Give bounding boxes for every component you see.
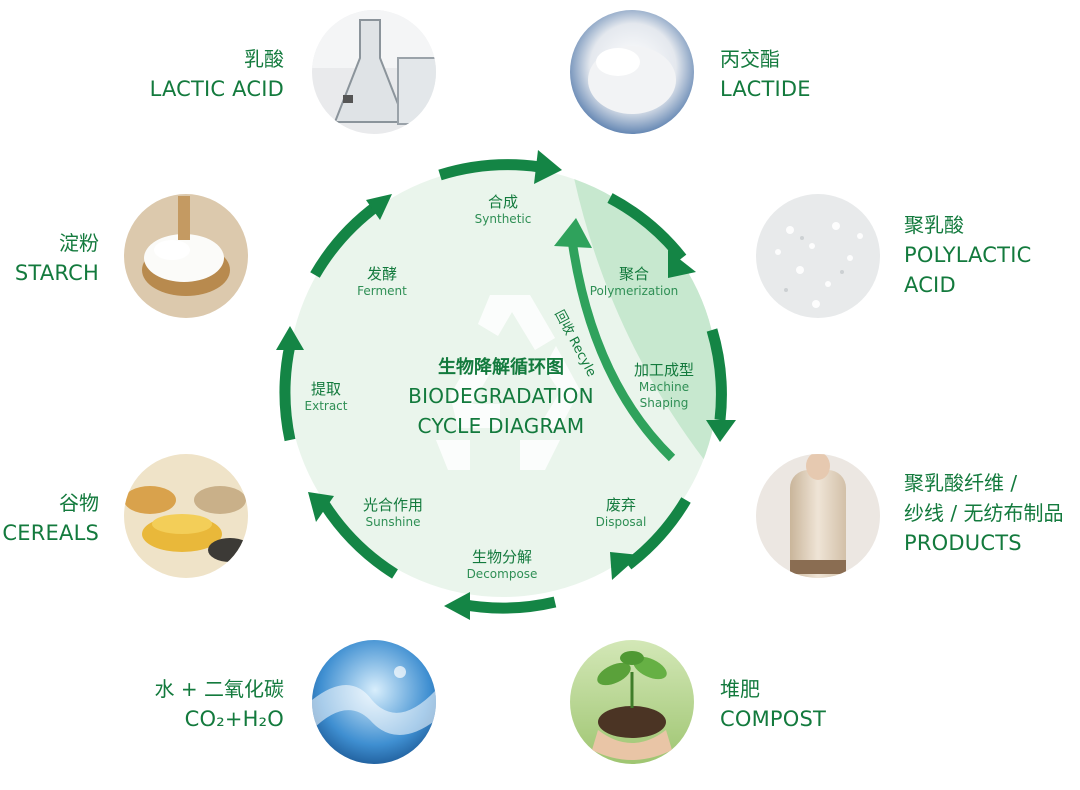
item-pla-en-1: POLYLACTIC (904, 243, 1032, 267)
recycle-arrowhead (554, 218, 592, 248)
item-pla: 聚乳酸 POLYLACTIC ACID (904, 210, 1031, 300)
step-ferment: 发酵 Ferment (357, 265, 407, 299)
garment-photo-icon (756, 454, 880, 578)
step-disposal-en: Disposal (595, 515, 647, 529)
pla-granules-photo-icon (756, 194, 880, 318)
step-sunshine-cn: 光合作用 (362, 496, 424, 514)
water-splash-photo-icon (312, 640, 436, 764)
step-extract-en: Extract (304, 399, 348, 413)
step-decompose-en: Decompose (466, 567, 538, 581)
item-starch-en: STARCH (14, 261, 99, 285)
item-lactide: 丙交酯 LACTIDE (720, 44, 811, 104)
step-machine-shaping: 加工成型 Machine Shaping (634, 361, 694, 411)
item-products-cn-1: 聚乳酸纤维 / (904, 471, 1018, 495)
step-synthetic-cn: 合成 (487, 193, 518, 211)
step-polymerization-en: Polymerization (589, 284, 679, 298)
item-pla-en-2: ACID (904, 273, 956, 297)
step-synthetic: 合成 Synthetic (475, 193, 532, 227)
item-pla-cn: 聚乳酸 (904, 213, 964, 237)
center-title-en-1: BIODEGRADATION (408, 384, 594, 408)
step-decompose-cn: 生物分解 (471, 548, 533, 566)
step-polymerization-cn: 聚合 (618, 265, 650, 283)
item-water-co2-en: CO₂+H₂O (184, 707, 284, 731)
white-powder-photo-icon (570, 10, 694, 134)
step-polymerization: 聚合 Polymerization (590, 265, 679, 299)
step-machine-shaping-en-1: Machine (638, 380, 690, 394)
item-compost-en: COMPOST (720, 707, 827, 731)
cycle-arrows (279, 159, 727, 614)
item-products-en: PRODUCTS (904, 531, 1022, 555)
starch-spoon-photo-icon (124, 194, 248, 318)
center-title: 生物降解循环图 BIODEGRADATION CYCLE DIAGRAM (386, 355, 616, 441)
flask-photo-icon (312, 10, 436, 134)
item-products: 聚乳酸纤维 / 纱线 / 无纺布制品 PRODUCTS (904, 468, 1063, 558)
item-water-co2: 水 + 二氧化碳 CO₂+H₂O (155, 674, 284, 734)
item-lactic-acid: 乳酸 LACTIC ACID (150, 44, 284, 104)
item-starch: 淀粉 STARCH (15, 228, 99, 288)
step-extract: 提取 Extract (305, 380, 348, 414)
item-compost-cn: 堆肥 (720, 677, 760, 701)
step-sunshine-en: Sunshine (365, 515, 421, 529)
step-sunshine: 光合作用 Sunshine (363, 496, 423, 530)
grain-bowls-photo-icon (124, 454, 248, 578)
recycle-watermark-icon (436, 295, 580, 470)
step-ferment-en: Ferment (357, 284, 407, 298)
item-compost: 堆肥 COMPOST (720, 674, 826, 734)
item-lactide-cn: 丙交酯 (720, 47, 780, 71)
step-machine-shaping-cn: 加工成型 (633, 361, 695, 379)
step-ferment-cn: 发酵 (366, 265, 398, 283)
item-water-co2-cn: 水 + 二氧化碳 (154, 677, 284, 701)
item-lactic-acid-cn: 乳酸 (244, 47, 284, 71)
item-starch-cn: 淀粉 (59, 231, 99, 255)
item-cereals-cn: 谷物 (59, 491, 99, 515)
step-disposal: 废弃 Disposal (596, 496, 647, 530)
seedling-photo-icon (570, 640, 694, 764)
item-products-cn-2: 纱线 / 无纺布制品 (904, 501, 1064, 525)
item-lactic-acid-en: LACTIC ACID (149, 77, 284, 101)
cycle-arrowheads (276, 150, 736, 620)
step-disposal-cn: 废弃 (605, 496, 637, 514)
item-cereals: 谷物 CEREALS (2, 488, 99, 548)
step-extract-cn: 提取 (310, 380, 342, 398)
center-title-en-2: CYCLE DIAGRAM (417, 414, 585, 438)
recycle-arrow (567, 239, 676, 462)
step-synthetic-en: Synthetic (474, 212, 532, 226)
item-cereals-en: CEREALS (2, 521, 99, 545)
step-machine-shaping-en-2: Shaping (639, 396, 689, 410)
center-title-cn: 生物降解循环图 (438, 357, 564, 378)
step-decompose: 生物分解 Decompose (467, 548, 538, 582)
item-lactide-en: LACTIDE (720, 77, 811, 101)
